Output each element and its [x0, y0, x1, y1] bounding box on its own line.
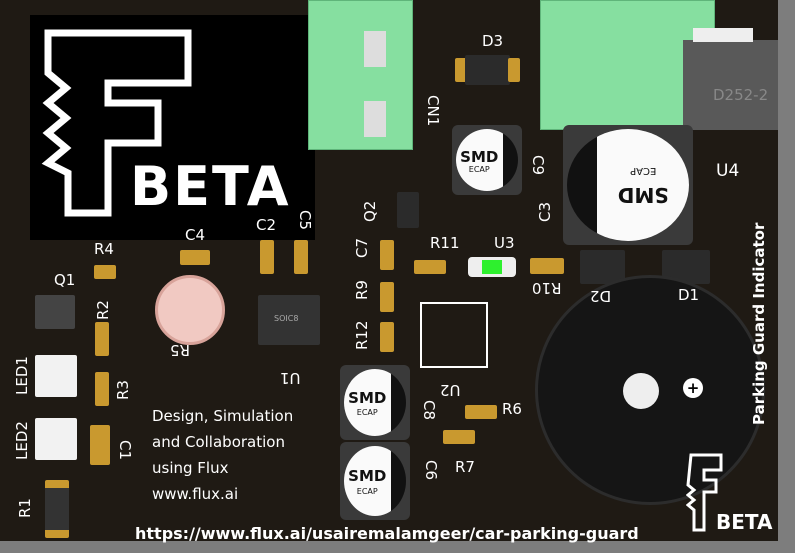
- label-r1: R1: [16, 498, 34, 518]
- label-c7: C7: [353, 237, 371, 258]
- beta-text: BETA: [130, 155, 291, 218]
- flux-logo-small: BETA: [685, 450, 776, 540]
- ldr-r5: [155, 275, 225, 345]
- board-title: Parking Guard Indicator: [750, 222, 768, 425]
- label-r6: R6: [502, 400, 522, 418]
- resistor-r7: [443, 430, 475, 444]
- capacitor-c5: [294, 240, 308, 274]
- label-u1: U1: [280, 369, 301, 387]
- label-r11: R11: [430, 234, 460, 252]
- resistor-r3: [95, 372, 109, 406]
- transistor-q1: [35, 295, 75, 329]
- resistor-r1: [45, 480, 69, 538]
- label-c2: C2: [256, 216, 277, 234]
- resistor-r4: [94, 265, 116, 279]
- label-led2: LED2: [13, 421, 31, 460]
- label-r7: R7: [455, 458, 475, 476]
- label-d3: D3: [482, 32, 504, 50]
- led2: [35, 418, 77, 460]
- capacitor-c4: [180, 250, 210, 265]
- plus-icon: +: [683, 378, 703, 398]
- label-c3: C3: [536, 201, 554, 222]
- capacitor-c1: [90, 425, 110, 465]
- project-url: https://www.flux.ai/usairemalamgeer/car-…: [135, 524, 639, 543]
- label-u2: U2: [440, 381, 461, 399]
- label-q2: Q2: [361, 200, 379, 222]
- info-text: Design, Simulation and Collaboration usi…: [152, 407, 294, 503]
- label-r5: R5: [170, 341, 190, 359]
- diode-d3: [465, 55, 510, 85]
- transistor-q2: [397, 192, 419, 228]
- label-r4: R4: [94, 240, 114, 258]
- flux-logo: BETA: [30, 15, 315, 240]
- led1: [35, 355, 77, 397]
- label-r2: R2: [94, 300, 112, 320]
- buzzer: +: [535, 275, 765, 505]
- buzzer-hole: [623, 373, 659, 409]
- diode-d2: [580, 250, 625, 284]
- resistor-r11: [414, 260, 446, 274]
- resistor-r2: [95, 322, 109, 356]
- label-r3: R3: [114, 380, 132, 400]
- led-u3: [468, 257, 516, 277]
- ic-u1: SOIC8: [258, 295, 320, 345]
- label-r12: R12: [353, 320, 371, 350]
- label-cn1: CN1: [424, 95, 442, 127]
- resistor-r9: [380, 282, 394, 312]
- flux-f-icon: [41, 29, 192, 217]
- connector-cn1: [308, 0, 413, 150]
- label-c6: C6: [422, 460, 440, 481]
- capacitor-c2: [260, 240, 274, 274]
- resistor-r12: [380, 322, 394, 352]
- capacitor-c7: [380, 240, 394, 270]
- label-c5: C5: [296, 210, 314, 231]
- label-d2: D2: [590, 287, 612, 305]
- label-c9: C9: [529, 155, 547, 176]
- flux-f-icon-small: [685, 453, 723, 532]
- package-label: D252-2: [713, 86, 769, 104]
- label-r10: R10: [532, 279, 562, 297]
- label-c4: C4: [185, 226, 206, 244]
- label-led1: LED1: [13, 356, 31, 395]
- label-u3: U3: [494, 234, 515, 252]
- label-r9: R9: [353, 280, 371, 300]
- label-u4: U4: [716, 161, 740, 181]
- ic-u2: [420, 302, 488, 368]
- resistor-r10: [530, 258, 564, 274]
- beta-text-small: BETA: [716, 510, 773, 534]
- label-d1: D1: [678, 286, 700, 304]
- resistor-r6: [465, 405, 497, 419]
- label-c1: C1: [116, 440, 134, 461]
- label-c8: C8: [420, 400, 438, 421]
- label-q1: Q1: [54, 271, 76, 289]
- regulator-u4: D252-2: [683, 28, 778, 130]
